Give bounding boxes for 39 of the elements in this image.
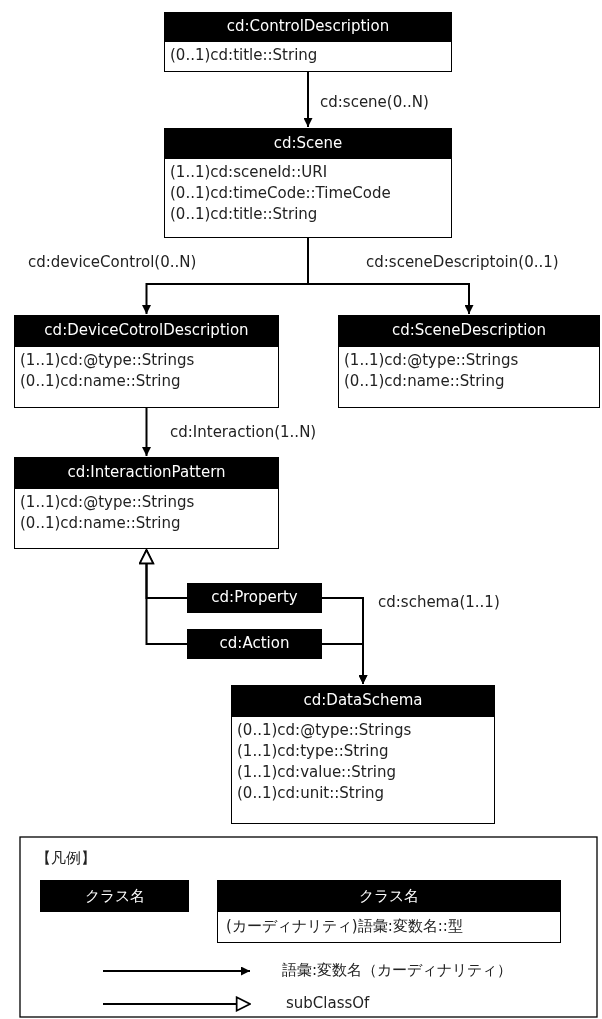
class-name: cd:DataSchema bbox=[232, 686, 494, 717]
class-box bbox=[164, 12, 452, 72]
attribute-text: (0..1)cd:title::String bbox=[169, 44, 319, 66]
attribute-text: (1..1)cd:@type::Strings bbox=[343, 349, 520, 371]
class-box bbox=[14, 457, 279, 549]
class-box bbox=[338, 315, 600, 408]
edge-label: cd:scene(0..N) bbox=[320, 92, 429, 112]
edge-label: cd:deviceControl(0..N) bbox=[28, 252, 197, 272]
attribute-text: (1..1)cd:sceneId::URI bbox=[169, 161, 329, 183]
arrow bbox=[303, 71, 313, 128]
generalization-arrow bbox=[138, 549, 188, 645]
attribute-text: (0..1)cd:name::String bbox=[19, 512, 182, 534]
arrow bbox=[307, 237, 474, 315]
class-name: cd:Scene bbox=[165, 129, 451, 159]
sample-class-name: クラス名 bbox=[40, 880, 189, 912]
edge-label: cd:Interaction(1..N) bbox=[170, 422, 317, 442]
edge-label: cd:sceneDescriptoin(0..1) bbox=[366, 252, 559, 272]
attribute-text: (0..1)cd:name::String bbox=[19, 370, 182, 392]
attribute-text: (0..1)cd:unit::String bbox=[236, 782, 386, 804]
sample-class-name: クラス名 bbox=[217, 880, 561, 912]
attribute-text: (1..1)cd:value::String bbox=[236, 761, 397, 783]
attribute-text: (0..1)cd:title::String bbox=[169, 203, 319, 225]
attribute-text: (1..1)cd:@type::Strings bbox=[19, 349, 196, 371]
class-name: cd:DeviceCotrolDescription bbox=[15, 316, 278, 347]
attribute-text: (1..1)cd:type::String bbox=[236, 740, 390, 762]
attribute-text: (1..1)cd:@type::Strings bbox=[19, 491, 196, 513]
arrow bbox=[142, 407, 151, 457]
class-box bbox=[14, 315, 279, 408]
class-name: cd:InteractionPattern bbox=[15, 458, 278, 489]
edge-label: cd:schema(1..1) bbox=[378, 592, 500, 612]
sample-attribute-box: (カーディナリティ)語彙:変数名::型 bbox=[217, 911, 561, 943]
class-name: cd:SceneDescription bbox=[339, 316, 599, 347]
attribute-text: (0..1)cd:@type::Strings bbox=[236, 719, 413, 741]
attribute-text: (0..1)cd:name::String bbox=[343, 370, 506, 392]
arrow bbox=[321, 643, 368, 685]
class-box bbox=[231, 685, 495, 824]
class-box bbox=[164, 128, 452, 238]
attribute-text: (0..1)cd:timeCode::TimeCode bbox=[169, 182, 392, 204]
class-name: cd:ControlDescription bbox=[165, 13, 451, 42]
